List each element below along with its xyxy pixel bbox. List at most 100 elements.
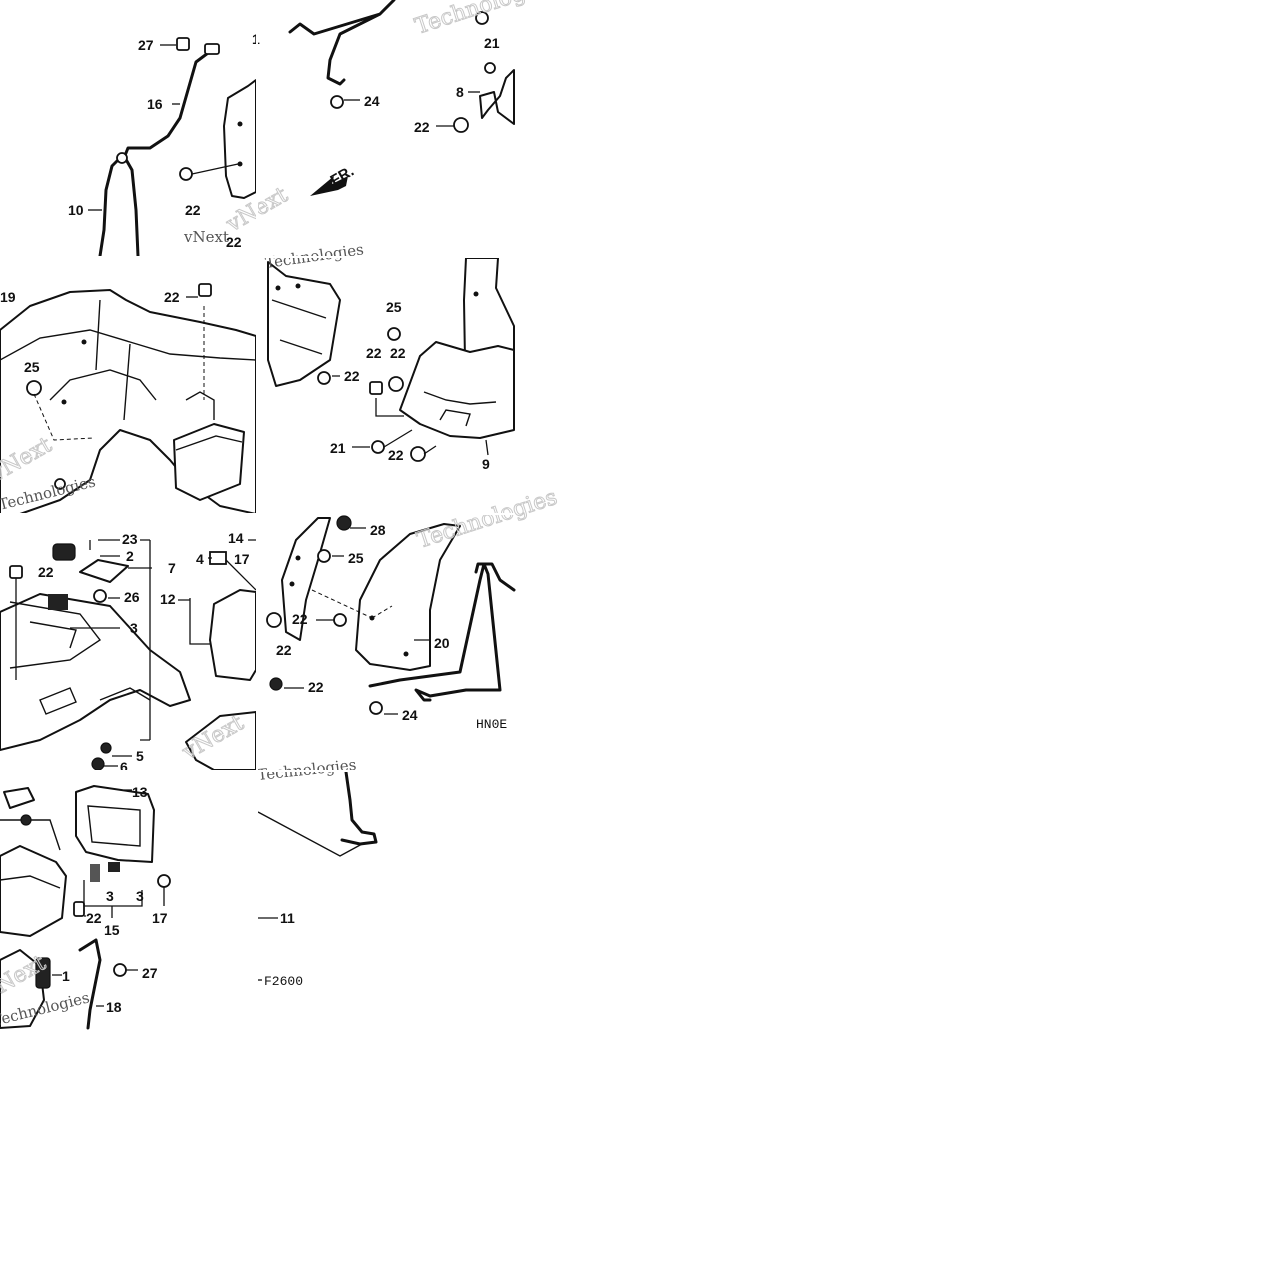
washer-26-icon bbox=[93, 589, 107, 603]
callout-28: 28 bbox=[370, 522, 386, 538]
callout-20: 20 bbox=[434, 635, 450, 651]
callout-22: 22 bbox=[388, 447, 404, 463]
rack-stay-16 bbox=[122, 48, 214, 160]
callout-12: 12 bbox=[160, 591, 176, 607]
callout-18: 18 bbox=[106, 999, 122, 1015]
callout-22: 22 bbox=[390, 345, 406, 361]
rear-fender-top bbox=[0, 593, 191, 751]
mud-flap-20 bbox=[355, 523, 461, 671]
grommet-3-icon bbox=[48, 594, 68, 610]
rack-stay-end bbox=[340, 770, 378, 846]
callout-11: 11 bbox=[280, 910, 295, 926]
rack-stay-18 bbox=[78, 938, 102, 1030]
bolt-28-icon bbox=[336, 515, 352, 531]
callout-25: 25 bbox=[24, 359, 40, 375]
callout-22: 22 bbox=[276, 642, 292, 658]
callout-26: 26 bbox=[124, 589, 140, 605]
callout-27: 27 bbox=[138, 37, 154, 53]
callout-22: 22 bbox=[86, 910, 102, 926]
bolt-24-icon bbox=[369, 701, 383, 715]
bolt-22-icon bbox=[179, 167, 193, 181]
washer-25-icon bbox=[387, 327, 401, 341]
bolt-22-icon bbox=[198, 283, 212, 297]
stay-pivot bbox=[116, 152, 128, 164]
washer-25-icon bbox=[317, 549, 331, 563]
battery-box bbox=[173, 423, 245, 501]
tile-mud-guard: 25 22 22 22 21 22 9 Technologies bbox=[264, 240, 515, 472]
bolt-21-icon bbox=[484, 62, 496, 74]
callout-22: 22 bbox=[38, 564, 54, 580]
bracket-8 bbox=[479, 69, 515, 125]
bolt-22-icon bbox=[9, 565, 23, 579]
callout-1: 1 bbox=[62, 968, 70, 984]
tool-box bbox=[0, 845, 67, 937]
bolt-22-icon bbox=[453, 117, 469, 133]
bolt-1-icon bbox=[35, 957, 51, 989]
plate-7 bbox=[79, 559, 129, 583]
tile-grid bbox=[0, 0, 514, 1028]
bolt-24-icon bbox=[330, 95, 344, 109]
fender-edge-left bbox=[281, 517, 331, 641]
callout-24: 24 bbox=[402, 707, 418, 723]
tile-rack-stay: 27 1 16 22 10 vNext 22 bbox=[68, 31, 260, 258]
grommet-4-icon bbox=[209, 551, 227, 565]
callout-19: 19 bbox=[0, 289, 16, 305]
rod-24 bbox=[288, 0, 396, 86]
callout-3: 3 bbox=[130, 620, 138, 636]
figure-code: HN0E bbox=[476, 717, 507, 732]
callout-22: 22 bbox=[366, 345, 382, 361]
bolt-21-icon bbox=[371, 440, 385, 454]
front-direction-arrow: FR. bbox=[310, 163, 357, 196]
bolt-22-icon bbox=[333, 613, 347, 627]
svg-text:Technologies: Technologies bbox=[257, 756, 358, 784]
callout-22: 22 bbox=[185, 202, 201, 218]
callout-16: 16 bbox=[147, 96, 163, 112]
callout-25: 25 bbox=[348, 550, 364, 566]
callout-15: 15 bbox=[104, 922, 120, 938]
bolt-27-icon bbox=[113, 963, 127, 977]
callout-17: 17 bbox=[234, 551, 250, 567]
callout-6: 6 bbox=[120, 759, 128, 775]
grommet-3-icon bbox=[90, 864, 100, 882]
callout-17: 17 bbox=[152, 910, 168, 926]
callout-2: 2 bbox=[126, 548, 134, 564]
cover-12 bbox=[209, 589, 257, 681]
tile-front-arrow: 24 FR. 21 8 22 Technologies vNext bbox=[221, 0, 559, 238]
callout-22: 22 bbox=[292, 611, 308, 627]
callout-8: 8 bbox=[456, 84, 464, 100]
callout-13: 13 bbox=[132, 784, 148, 800]
callout-27: 27 bbox=[142, 965, 158, 981]
callout-10: 10 bbox=[68, 202, 84, 218]
side-cover-left bbox=[267, 261, 341, 387]
callout-3: 3 bbox=[136, 888, 144, 904]
tool-box-lid-13 bbox=[75, 785, 155, 863]
callout-23: 23 bbox=[122, 531, 138, 547]
fr-arrow-icon bbox=[310, 176, 348, 196]
rear-fender-side-panel bbox=[223, 79, 257, 199]
watermark-text: vNext bbox=[183, 228, 229, 246]
callout-9: 9 bbox=[482, 456, 490, 472]
callout-22: 22 bbox=[164, 289, 180, 305]
callout-22: 22 bbox=[308, 679, 324, 695]
bolt-27-icon bbox=[176, 37, 190, 51]
rear-fender-lower bbox=[0, 949, 45, 1029]
callout-21: 21 bbox=[484, 35, 500, 51]
rack-stay-right bbox=[368, 562, 502, 702]
bolt-22-icon bbox=[388, 376, 404, 392]
rack-stay-10 bbox=[98, 154, 140, 258]
callout-22: 22 bbox=[414, 119, 430, 135]
mud-guard-9 bbox=[399, 341, 515, 439]
washer-25-icon bbox=[26, 380, 42, 396]
callout-5: 5 bbox=[136, 748, 144, 764]
callout-4: 4 bbox=[196, 551, 204, 567]
callout-25: 25 bbox=[386, 299, 402, 315]
callout-24: 24 bbox=[364, 93, 380, 109]
tile-rear-fender: 19 22 25 vNext Technologies bbox=[0, 283, 257, 515]
callout-22: 22 bbox=[344, 368, 360, 384]
svg-text:Technologies: Technologies bbox=[414, 485, 560, 554]
callout-21: 21 bbox=[330, 440, 346, 456]
callout-7: 7 bbox=[168, 560, 176, 576]
figure-number: F2600 bbox=[264, 974, 303, 989]
callout-14: 14 bbox=[228, 530, 244, 546]
